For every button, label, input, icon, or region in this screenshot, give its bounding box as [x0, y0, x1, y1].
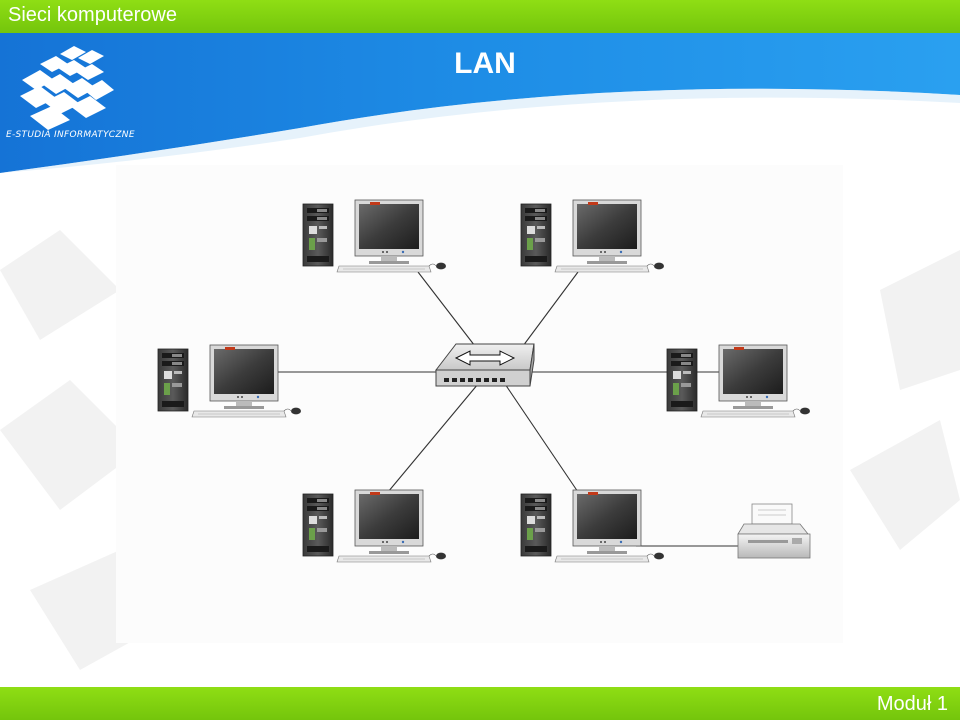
computer-middle-right: [666, 344, 811, 418]
header-bar: [0, 0, 960, 33]
logo-caption: E-STUDIA INFORMATYCZNE: [6, 130, 135, 140]
computer-bottom-left: [302, 489, 447, 563]
module-label: Moduł 1: [876, 693, 948, 715]
title-band: [0, 33, 960, 173]
slide-title: LAN: [454, 47, 516, 80]
e-studia-logo: [20, 46, 114, 130]
computer-middle-left: [157, 344, 302, 418]
network-switch: [434, 343, 535, 387]
printer: [737, 503, 811, 559]
computer-top-right: [520, 199, 665, 273]
computer-top-left: [302, 199, 447, 273]
course-title: Sieci komputerowe: [8, 4, 177, 26]
computer-bottom-right: [520, 489, 665, 563]
footer-bar: [0, 687, 960, 720]
